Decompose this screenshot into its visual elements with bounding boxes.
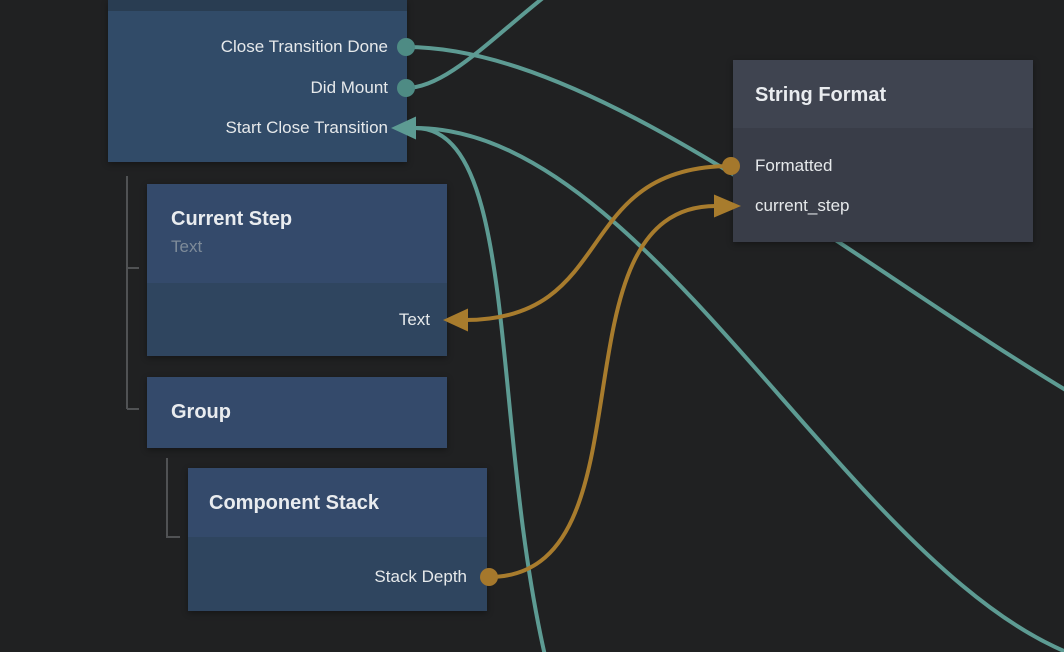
- edge-formatted-to-text[interactable]: [463, 164, 733, 322]
- node-string-format-body: Formatted current_step: [733, 128, 1033, 242]
- port-did-mount-pin[interactable]: [397, 79, 415, 97]
- port-text-arrow-icon[interactable]: [443, 308, 468, 332]
- edge-stack-depth-to-current-step[interactable]: [487, 204, 718, 579]
- node-current-step-title: Current Step: [171, 208, 293, 230]
- node-string-format-header: String Format: [733, 60, 1033, 128]
- node-component-stack-title: Component Stack: [209, 492, 380, 514]
- tree-guide-2: [166, 458, 180, 538]
- node-transition[interactable]: Close Transition Done Did Mount Start Cl…: [108, 0, 407, 162]
- port-current-step-arrow-icon[interactable]: [714, 194, 741, 218]
- node-component-stack-body: Stack Depth: [188, 537, 487, 611]
- node-component-stack[interactable]: Component Stack Stack Depth: [188, 468, 487, 611]
- port-label-stack-depth: Stack Depth: [374, 567, 467, 586]
- node-group-title: Group: [171, 401, 231, 423]
- node-string-format-title: String Format: [755, 84, 887, 106]
- node-component-stack-header: Component Stack: [188, 468, 487, 537]
- edge-start-close-transition-in-from-bottom[interactable]: [413, 126, 547, 652]
- node-current-step[interactable]: Current Step Text Text: [147, 184, 447, 356]
- node-current-step-header: Current Step Text: [147, 184, 447, 283]
- edge-start-close-transition-in-from-right[interactable]: [413, 126, 1064, 652]
- tree-guide-1: [126, 176, 139, 410]
- port-label-formatted: Formatted: [755, 156, 833, 175]
- port-label-close-transition-done: Close Transition Done: [220, 37, 388, 56]
- node-transition-header: [108, 0, 407, 11]
- port-label-start-close-transition: Start Close Transition: [225, 118, 388, 137]
- node-group[interactable]: Group: [147, 377, 447, 448]
- edge-did-mount-out[interactable]: [404, 0, 700, 90]
- port-label-current-step: current_step: [755, 196, 850, 215]
- node-current-step-subtitle: Text: [171, 237, 203, 256]
- port-formatted-pin[interactable]: [722, 157, 740, 175]
- node-current-step-body: Text: [147, 283, 447, 356]
- port-label-text: Text: [398, 310, 430, 329]
- node-string-format[interactable]: String Format Formatted current_step: [733, 60, 1033, 242]
- port-stack-depth-pin[interactable]: [480, 568, 498, 586]
- port-label-did-mount: Did Mount: [310, 78, 388, 97]
- port-start-close-transition-arrow-icon[interactable]: [391, 116, 416, 140]
- port-close-transition-done-pin[interactable]: [397, 38, 415, 56]
